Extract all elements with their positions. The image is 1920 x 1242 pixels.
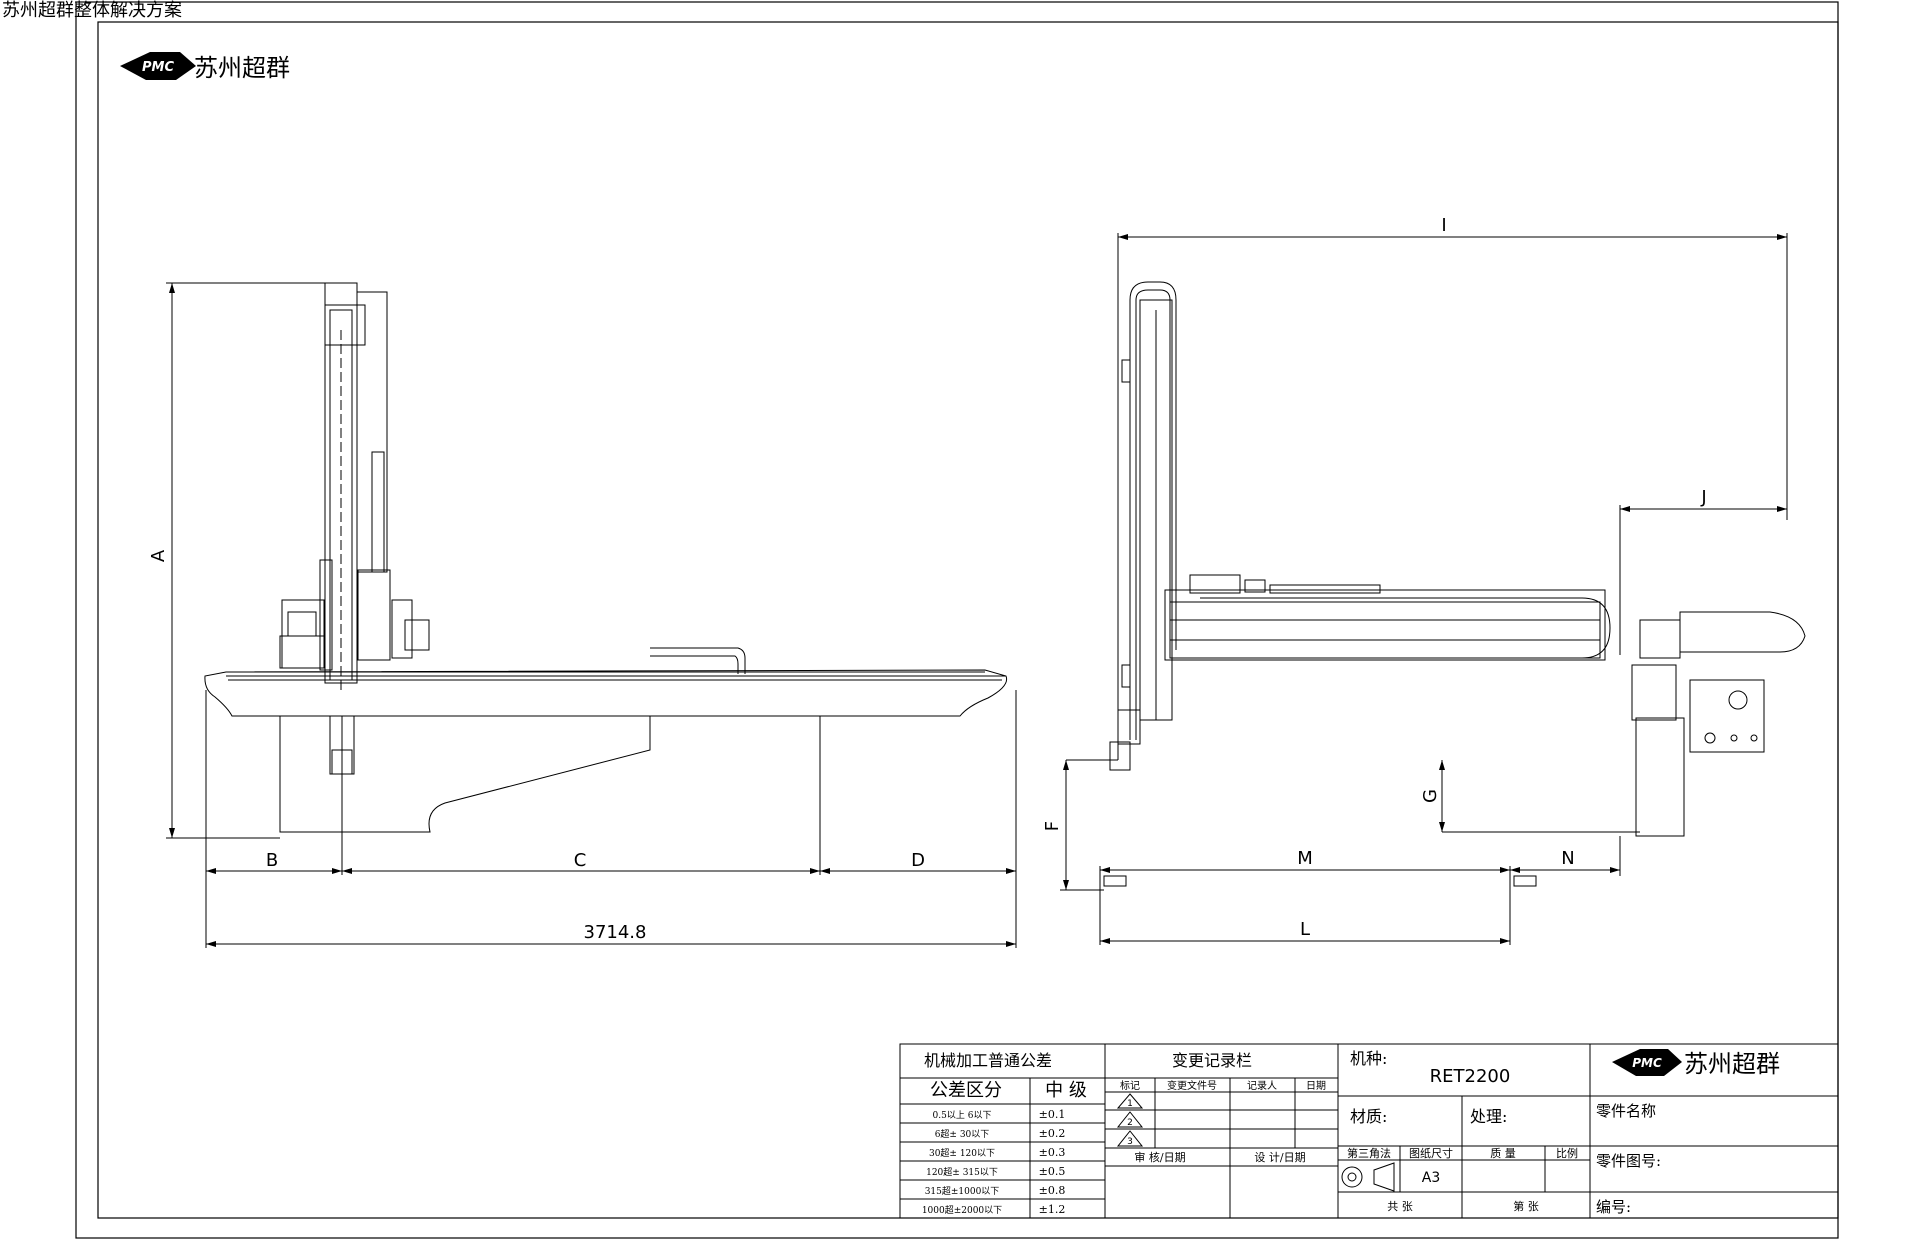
dim-label-j: J	[1700, 487, 1706, 508]
rev-triangle-1	[1116, 1093, 1144, 1109]
treatment-label: 处理:	[1470, 1107, 1507, 1126]
tolerance-col1-header: 公差区分	[930, 1080, 1002, 1101]
machine-label: 机种:	[1350, 1049, 1387, 1068]
servo-motor	[357, 569, 391, 661]
dim-label-d: D	[911, 850, 925, 871]
tolerance-value-2: ±0.2	[1039, 1127, 1066, 1140]
tolerance-value-5: ±0.8	[1039, 1184, 1066, 1197]
dim-label-c: C	[574, 850, 587, 871]
machine-value: RET2200	[1430, 1066, 1511, 1087]
beam-cable-loop	[1200, 597, 1611, 659]
pmc-logo-diamond	[120, 52, 196, 80]
front-view	[204, 282, 1017, 948]
code-label: 编号:	[1596, 1198, 1631, 1216]
change-col-mark: 标记	[1120, 1080, 1140, 1092]
vertical-arm-cable-loop	[1129, 281, 1177, 740]
change-col-person: 记录人	[1247, 1080, 1277, 1092]
change-record-title: 变更记录栏	[1172, 1051, 1252, 1070]
side-view-dimensions	[1060, 234, 1787, 944]
base-beam	[204, 669, 1008, 717]
projection-circle-outer-icon	[1341, 1166, 1363, 1188]
title-block-company-name: 苏州超群	[1684, 1050, 1780, 1078]
change-col-doc: 变更文件号	[1167, 1079, 1217, 1092]
pmc-logo-diamond-small	[1612, 1049, 1682, 1076]
design-date-label: 设 计/日期	[1254, 1151, 1305, 1164]
paper-size-value: A3	[1422, 1170, 1440, 1186]
side-view	[1066, 233, 1806, 945]
rev-triangle-3	[1116, 1130, 1144, 1147]
title-block	[899, 1043, 1839, 1219]
change-col-date: 日期	[1306, 1080, 1326, 1092]
arm-top-block	[324, 304, 366, 346]
crosswise-beam	[1164, 589, 1606, 661]
mast-column	[1631, 664, 1677, 721]
sheet-number-label: 第 张	[1513, 1199, 1539, 1213]
tolerance-col2-header: 中 级	[1045, 1080, 1087, 1101]
fan-icon	[1728, 690, 1748, 710]
change-mark-3: 3	[1127, 1137, 1133, 1147]
change-mark-2: 2	[1127, 1118, 1133, 1128]
company-logo: PMC 苏州超群	[120, 52, 290, 82]
projection-cone-icon	[1373, 1162, 1395, 1192]
base-support	[279, 716, 651, 833]
tolerance-range-6: 1000超±2000以下	[922, 1204, 1002, 1216]
tolerance-range-5: 315超±1000以下	[925, 1185, 1000, 1197]
projection-label: 第三角法	[1347, 1146, 1391, 1160]
tolerance-range-3: 30超± 120以下	[929, 1147, 995, 1159]
dim-label-l: L	[1300, 919, 1310, 940]
dim-label-i: I	[1441, 215, 1446, 236]
dim-label-g: G	[1420, 789, 1441, 803]
front-view-dimensions	[166, 282, 1016, 947]
tolerance-range-1: 0.5以上 6以下	[933, 1110, 992, 1121]
tolerance-value-3: ±0.3	[1039, 1146, 1066, 1159]
paper-size-label: 图纸尺寸	[1409, 1146, 1453, 1160]
dim-label-b: B	[266, 850, 278, 871]
total-sheets-label: 共 张	[1387, 1200, 1413, 1213]
title-block-logo: PMC 苏州超群	[1612, 1049, 1780, 1078]
right-beam-nose	[1679, 611, 1806, 653]
material-label: 材质:	[1350, 1107, 1387, 1126]
pmc-logo-mark: PMC	[142, 60, 174, 75]
dim-label-f: F	[1042, 821, 1063, 831]
mass-label: 质 量	[1490, 1147, 1516, 1160]
page-header-title: 苏州超群整体解决方案	[2, 0, 182, 21]
tolerance-value-1: ±0.1	[1039, 1108, 1066, 1121]
carriage-block	[1639, 619, 1681, 659]
dim-label-a: A	[148, 549, 169, 562]
dim-label-n: N	[1561, 848, 1574, 869]
tolerance-range-4: 120超± 315以下	[926, 1166, 998, 1178]
pmc-logo-mark-small: PMC	[1632, 1056, 1662, 1070]
logo-company-name: 苏州超群	[194, 54, 290, 82]
rail-handle	[650, 647, 746, 674]
part-name-label: 零件名称	[1596, 1102, 1656, 1120]
tolerance-value-4: ±0.5	[1039, 1165, 1066, 1178]
tolerance-range-2: 6超± 30以下	[935, 1128, 990, 1140]
rev-triangle-2	[1116, 1111, 1144, 1128]
part-drawing-label: 零件图号:	[1596, 1152, 1661, 1170]
tolerance-title: 机械加工普通公差	[924, 1051, 1052, 1070]
tolerance-value-6: ±1.2	[1039, 1203, 1066, 1216]
change-mark-1: 1	[1127, 1099, 1133, 1109]
scale-label: 比例	[1556, 1146, 1578, 1160]
review-date-label: 审 核/日期	[1134, 1150, 1185, 1164]
dim-label-total-width: 3714.8	[584, 922, 647, 943]
dim-label-m: M	[1297, 848, 1313, 869]
